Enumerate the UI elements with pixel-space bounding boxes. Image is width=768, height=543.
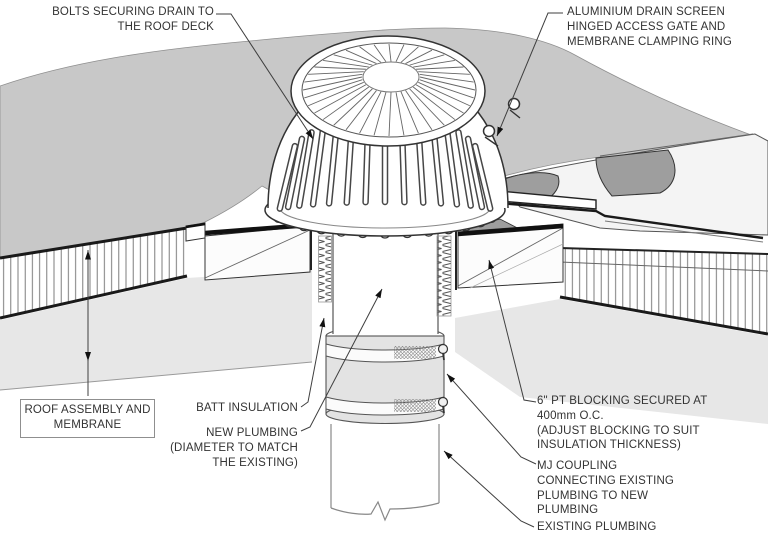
blocking-top-membrane-right <box>457 223 564 237</box>
hinge-tab <box>484 109 521 147</box>
pipe-break-symbol <box>330 500 440 522</box>
dome-cap-inner-rim <box>301 42 477 138</box>
hatch-joint-line-right <box>559 261 768 272</box>
label-aluminium-drain-screen: ALUMINIUM DRAIN SCREEN HINGED ACCESS GAT… <box>567 6 732 48</box>
batt-insulation-wrap <box>318 235 452 317</box>
mj-coupling-assembly <box>325 325 449 425</box>
label-pt-blocking: 6" PT BLOCKING SECURED AT 400mm O.C. (AD… <box>537 395 708 452</box>
drain-dome <box>264 35 521 239</box>
hinge-lug-1 <box>482 124 496 138</box>
dome-cap-hole <box>362 61 420 93</box>
leader-pt-blocking <box>488 259 537 403</box>
tab-top-line <box>185 222 206 229</box>
label-bolts-securing-drain: BOLTS SECURING DRAIN TO THE ROOF DECK <box>52 6 214 33</box>
blocking-diagonal-left <box>204 229 311 279</box>
blocking-diagonal-right <box>457 227 564 287</box>
blocking-diagonal-right-2 <box>469 243 564 289</box>
label-batt-insulation: BATT INSULATION <box>196 402 298 414</box>
band-top-hatch <box>394 346 436 359</box>
band-bottom-hatch <box>394 399 436 412</box>
label-existing-plumbing: EXISTING PLUMBING <box>537 521 657 533</box>
roof-cut-right <box>455 218 768 424</box>
label-new-plumbing: NEW PLUMBING (DIAMETER TO MATCH THE EXIS… <box>170 427 298 469</box>
deck-fascia-left <box>0 270 312 390</box>
membrane-edge-shadow-right <box>604 220 764 243</box>
band-bolt-bottom <box>437 396 449 408</box>
deck-fascia-right <box>455 299 768 424</box>
leader-aluminium <box>496 12 563 137</box>
leader-lines <box>85 12 563 528</box>
leader-batt <box>300 317 326 408</box>
wedge-fold-line <box>599 133 754 157</box>
roof-cut-left <box>0 222 313 391</box>
hatch-bottom-line-right <box>559 295 768 336</box>
band-bolt-top <box>437 343 449 355</box>
label-mj-coupling: MJ COUPLING CONNECTING EXISTING PLUMBING… <box>537 460 675 517</box>
wood-blocking-left <box>204 225 311 281</box>
existing-plumbing-pipe <box>330 420 440 522</box>
membrane-edge-line-right <box>498 201 764 240</box>
membrane-line-left-top <box>0 226 188 260</box>
fascia-bottom-line-left <box>0 361 313 391</box>
insulation-bottom-line-left <box>0 274 188 320</box>
new-plumbing-pipe <box>332 228 439 334</box>
membrane-flap-right <box>595 149 676 197</box>
dome-cap-radial-ribs <box>302 43 476 137</box>
hatch-top-line-right <box>559 247 768 255</box>
label-roof-assembly-membrane: ROOF ASSEMBLY AND MEMBRANE <box>20 399 155 438</box>
leader-bolts <box>216 13 314 140</box>
insulation-hatch-right <box>560 248 768 334</box>
leader-existing-plumbing <box>443 450 535 528</box>
leader-mj-coupling <box>446 373 537 465</box>
leader-new-plumbing <box>300 288 383 432</box>
